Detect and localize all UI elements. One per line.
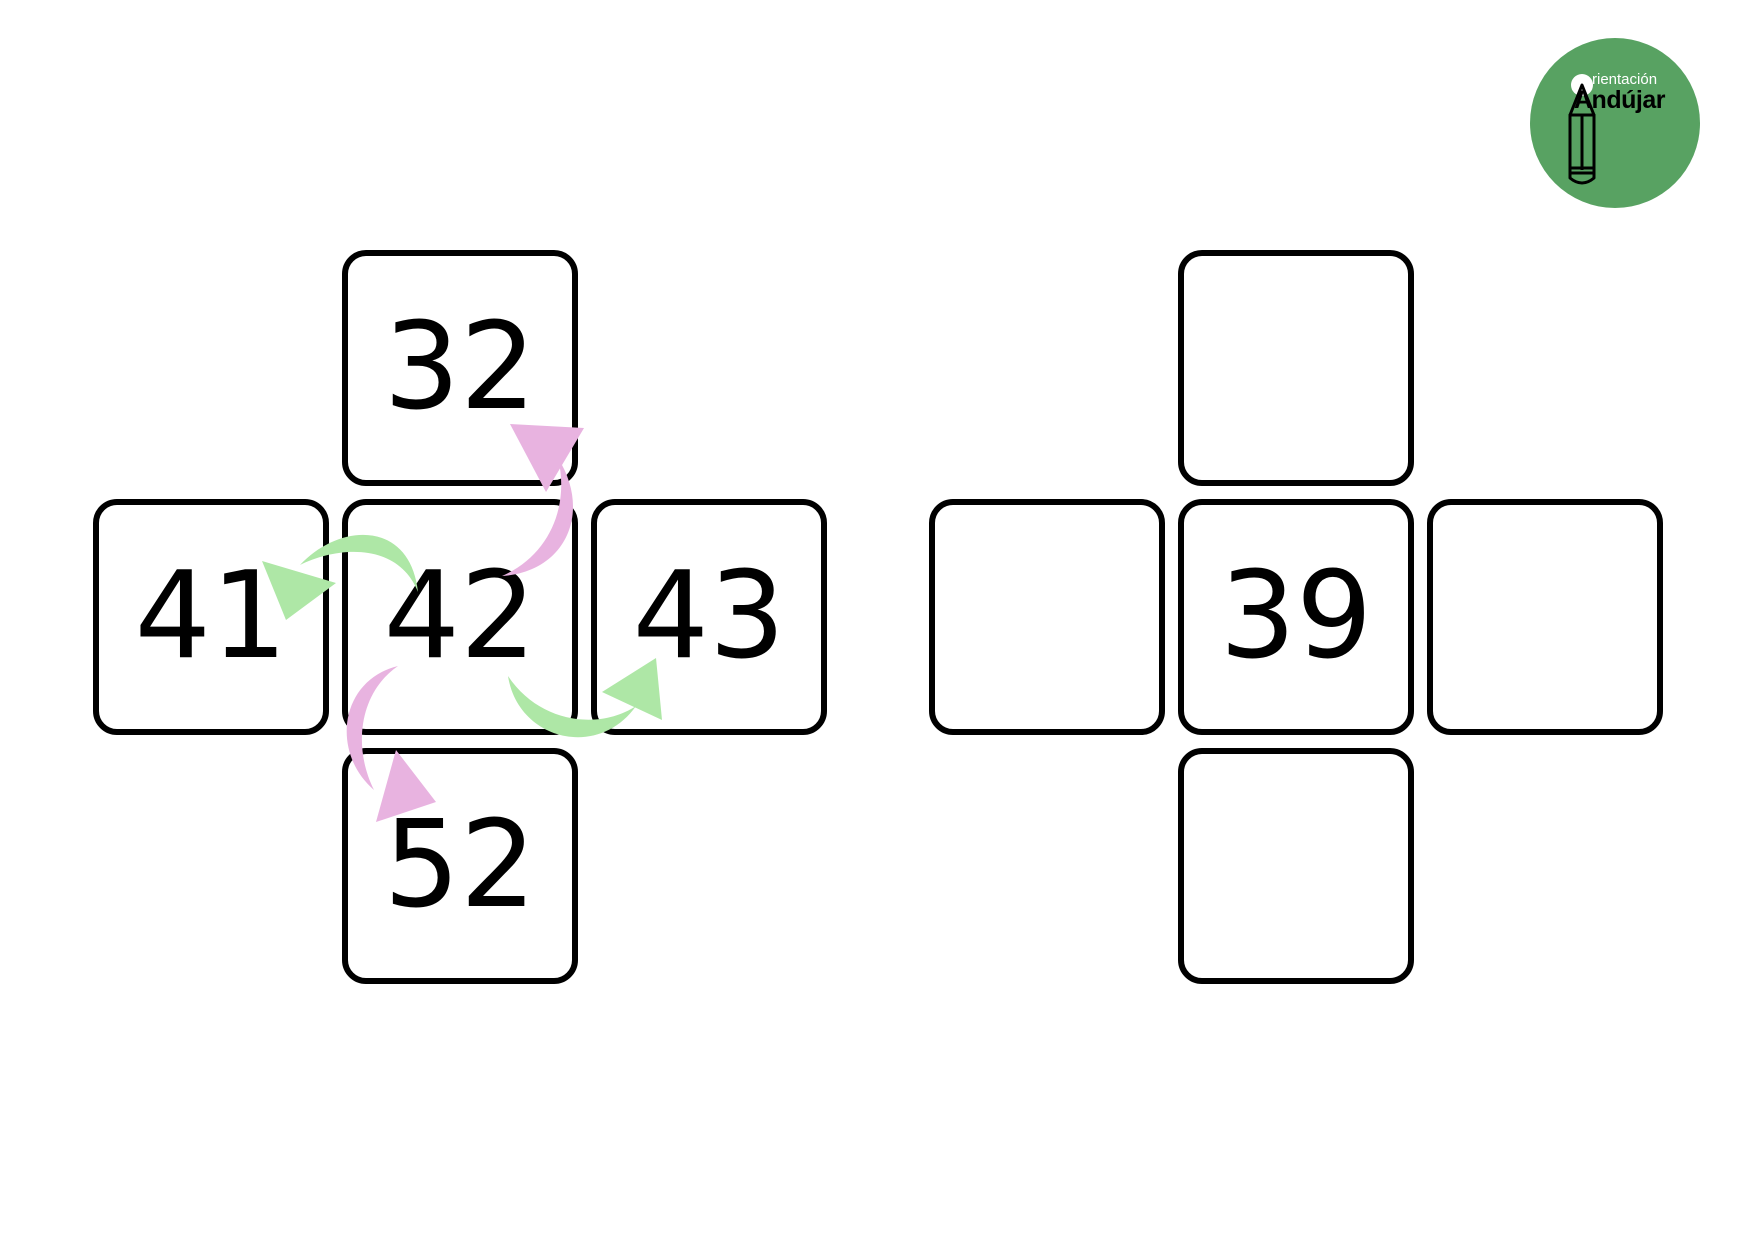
exercise-cell-center: 39 <box>1178 499 1414 735</box>
orientacion-andujar-logo: rientación Andújar <box>1530 38 1700 208</box>
pencil-icon <box>1568 74 1596 185</box>
exercise-cell-bottom[interactable] <box>1178 748 1414 984</box>
example-cell-top: 32 <box>342 250 578 486</box>
logo-text-orientacion: rientación <box>1592 71 1658 88</box>
example-cell-right: 43 <box>591 499 827 735</box>
exercise-cell-center-value: 39 <box>1219 547 1373 686</box>
example-cell-right-value: 43 <box>632 547 786 686</box>
example-cell-left: 41 <box>93 499 329 735</box>
example-cell-left-value: 41 <box>134 547 288 686</box>
example-cell-center: 42 <box>342 499 578 735</box>
example-cell-center-value: 42 <box>383 547 537 686</box>
example-cell-bottom-value: 52 <box>383 796 537 935</box>
exercise-cell-right[interactable] <box>1427 499 1663 735</box>
exercise-cell-top[interactable] <box>1178 250 1414 486</box>
example-cell-top-value: 32 <box>383 298 537 437</box>
example-cell-bottom: 52 <box>342 748 578 984</box>
exercise-cell-left[interactable] <box>929 499 1165 735</box>
logo-text-andujar: Andújar <box>1574 86 1665 114</box>
